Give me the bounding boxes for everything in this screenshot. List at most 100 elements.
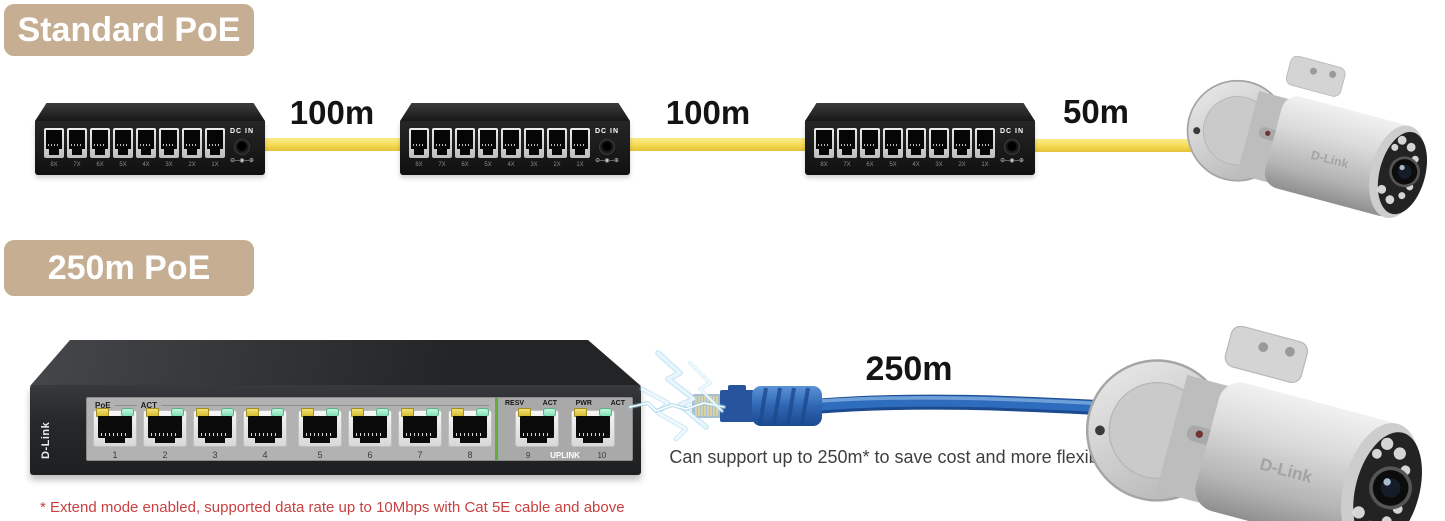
port-label: 5X — [484, 162, 492, 168]
rj45-jack — [570, 128, 590, 158]
rj45-port: 1X — [205, 128, 225, 175]
dc-jack-icon — [1004, 139, 1020, 155]
port-label: 8X — [50, 162, 58, 168]
uplink-port-label: ACT — [542, 400, 558, 407]
port-label: 7X — [438, 162, 446, 168]
distance-label-hop1: 100m — [289, 94, 375, 131]
uplink-port-number-9: 9 — [525, 451, 531, 460]
rj45-port-uplink-9 — [515, 408, 559, 447]
rj45-jack — [205, 128, 225, 158]
rj45-port: 2X — [547, 128, 567, 175]
rj45-port: 7X — [432, 128, 452, 175]
rj45-port: 1X — [570, 128, 590, 175]
port-label: 4X — [912, 162, 920, 168]
dc-in-label: DC IN — [594, 128, 620, 135]
rj45-jack — [398, 408, 442, 447]
dc-input-section: DC IN ⊖─◉─⊕ — [590, 128, 624, 175]
port-number: 4 — [262, 450, 268, 460]
port-label: 2X — [958, 162, 966, 168]
rj45-port: 2X — [182, 128, 202, 175]
port-label: 7X — [73, 162, 81, 168]
port-label: 3X — [530, 162, 538, 168]
rj45-port: 2X — [952, 128, 972, 175]
rj45-jack — [929, 128, 949, 158]
rj45-port: 8X — [814, 128, 834, 175]
uplink-label: UPLINK — [550, 451, 580, 460]
dc-in-label: DC IN — [229, 128, 255, 135]
rj45-jack — [432, 128, 452, 158]
uplink-separator — [495, 398, 498, 460]
port-label: 6X — [461, 162, 469, 168]
switch-top-face — [30, 340, 641, 386]
caption-text: Can support up to 250m* to save cost and… — [669, 447, 1125, 467]
rj45-jack — [90, 128, 110, 158]
dc-polarity-icon: ⊖─◉─⊕ — [595, 158, 619, 164]
yellow-ethernet-cable-2 — [616, 138, 816, 151]
rj45-jack — [409, 128, 429, 158]
rj45-jack — [44, 128, 64, 158]
dc-input-section: DC IN ⊖─◉─⊕ — [995, 128, 1029, 175]
uplink-port-label: PWR — [575, 400, 592, 407]
dc-polarity-icon: ⊖─◉─⊕ — [230, 158, 254, 164]
rj45-port: 4 — [243, 408, 287, 460]
poe-led-label: PoE — [95, 400, 111, 410]
port-number: 6 — [367, 450, 373, 460]
rj45-port: 3 — [193, 408, 237, 460]
yellow-ethernet-cable-1 — [246, 138, 412, 151]
distance-label-250m: 250m — [865, 350, 953, 388]
uplink-port-row — [502, 408, 628, 447]
divider-line — [161, 404, 489, 406]
rj45-port: 7 — [398, 408, 442, 460]
rj45-jack — [975, 128, 995, 158]
rj45-jack — [571, 408, 615, 447]
rj45-jack — [93, 408, 137, 447]
dc-jack-icon — [234, 139, 250, 155]
bullet-camera-icon: D-Link — [1085, 326, 1422, 521]
distance-label-hop3: 50m — [1062, 93, 1130, 130]
switch-top-face — [400, 103, 630, 121]
rj45-port: 3X — [929, 128, 949, 175]
rj45-port: 6 — [348, 408, 392, 460]
rj45-jack — [814, 128, 834, 158]
blue-ethernet-cable — [692, 385, 1128, 426]
rj45-port: 8 — [448, 408, 492, 460]
rj45-port: 5X — [883, 128, 903, 175]
bullet-camera-icon: D-Link — [1186, 56, 1428, 218]
port-label: 6X — [866, 162, 874, 168]
port-number: 3 — [212, 450, 218, 460]
rj45-jack — [67, 128, 87, 158]
switch-top-face — [805, 103, 1035, 121]
rj45-port: 3X — [159, 128, 179, 175]
rj45-port: 6X — [860, 128, 880, 175]
port-number: 2 — [162, 450, 168, 460]
electric-spark-icon — [628, 350, 726, 442]
rj45-port: 7X — [67, 128, 87, 175]
uplink-port-number-10: 10 — [597, 451, 607, 460]
rj45-port: 2 — [143, 408, 187, 460]
distance-label-hop2: 100m — [665, 94, 751, 131]
rj45-jack — [159, 128, 179, 158]
port-number: 7 — [417, 450, 423, 460]
dc-input-section: DC IN ⊖─◉─⊕ — [225, 128, 259, 175]
port-label: 4X — [507, 162, 515, 168]
rj45-jack — [837, 128, 857, 158]
rj45-port: 4X — [501, 128, 521, 175]
act-led-label: ACT — [140, 400, 158, 410]
yellow-ethernet-cable-3 — [1020, 139, 1198, 152]
rj45-jack — [860, 128, 880, 158]
port-label: 4X — [142, 162, 150, 168]
rj45-port: 1 — [93, 408, 137, 460]
rj45-jack — [883, 128, 903, 158]
rj45-port: 4X — [906, 128, 926, 175]
rj45-port: 8X — [409, 128, 429, 175]
rj45-port: 7X — [837, 128, 857, 175]
dc-jack-icon — [599, 139, 615, 155]
rj45-jack — [243, 408, 287, 447]
port-label: 5X — [119, 162, 127, 168]
